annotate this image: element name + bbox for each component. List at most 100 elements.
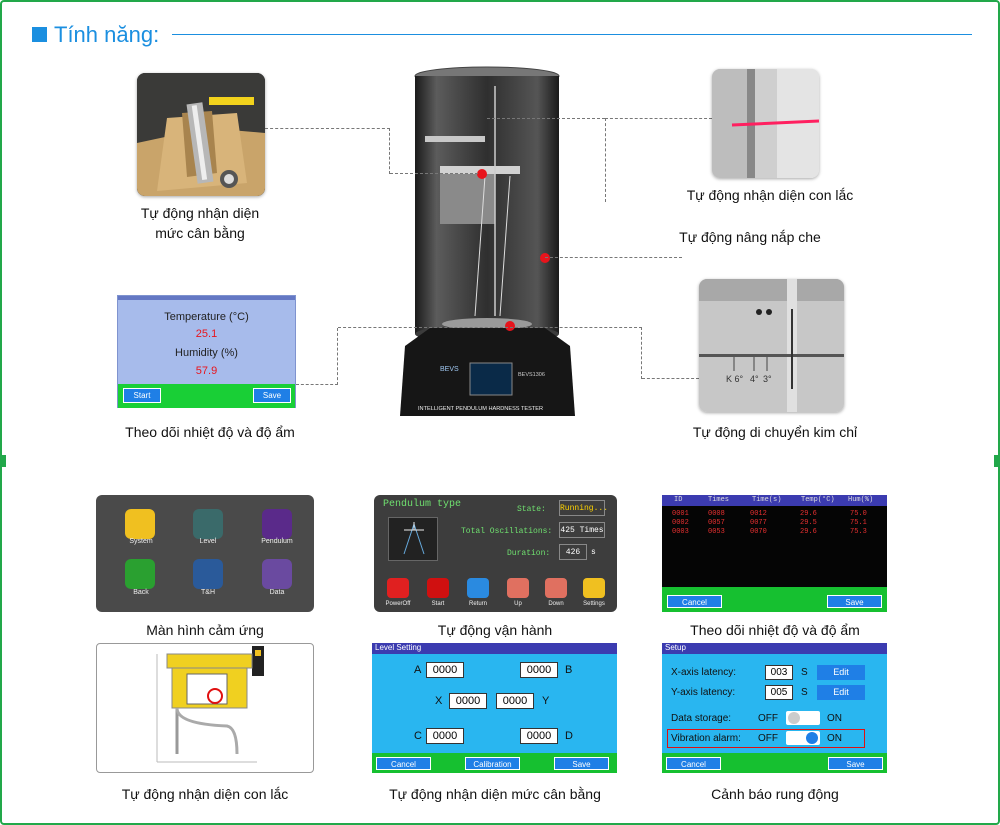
duration-unit: s	[591, 548, 596, 557]
caption-level: Tự động nhận diện mức cân bằng	[389, 786, 601, 802]
storage-off-label: OFF	[758, 713, 778, 724]
caption-level-detect: Tự động nhận diện mức cân bằng	[110, 203, 290, 243]
scale-mark-k6: K 6°	[726, 374, 744, 384]
x-edit-button[interactable]: Edit	[817, 665, 865, 680]
green-tick-left	[0, 455, 6, 467]
duration-value: 426	[559, 544, 587, 560]
setup-title: Setup	[665, 643, 686, 652]
field-d[interactable]: 0000	[520, 728, 558, 744]
menu-back[interactable]: Back	[133, 589, 149, 596]
field-c[interactable]: 0000	[426, 728, 464, 744]
caption-cover-lift: Tự động nâng nắp che	[679, 229, 821, 245]
level-cancel-button[interactable]: Cancel	[376, 757, 431, 770]
y-latency-field[interactable]: 005	[765, 685, 793, 700]
settings-label: Settings	[583, 601, 605, 607]
th-col-times: Times	[708, 496, 730, 504]
field-y[interactable]: 0000	[496, 693, 534, 709]
menu-data[interactable]: Data	[269, 589, 285, 596]
marker-dot-cover	[540, 253, 550, 263]
connector-level-h	[390, 173, 478, 174]
page-title: Tính năng:	[54, 22, 160, 47]
y-latency-unit: S	[801, 687, 808, 698]
label-x: X	[435, 695, 443, 707]
temp-humidity-screen: Temperature (°C) 25.1 Humidity (%) 57.9 …	[117, 295, 296, 408]
needle-move-photo: K 6° 4° 3°	[699, 279, 844, 412]
setup-save-button[interactable]: Save	[828, 757, 883, 770]
vibration-alarm-label: Vibration alarm:	[671, 733, 741, 744]
pendulum-type-title: Pendulum type	[383, 499, 462, 510]
storage-toggle[interactable]	[786, 711, 820, 725]
field-a[interactable]: 0000	[426, 662, 464, 678]
state-label: State:	[517, 505, 546, 514]
start-label: Start	[431, 601, 445, 607]
pendulum-icon[interactable]	[262, 509, 292, 539]
th-col-temp: Temp(°C)	[801, 496, 835, 504]
home-icon[interactable]	[125, 509, 155, 539]
storage-on-label: ON	[827, 713, 842, 724]
setup-cancel-button[interactable]: Cancel	[666, 757, 721, 770]
marker-dot-level	[477, 169, 487, 179]
save-button[interactable]: Save	[253, 388, 291, 403]
humidity-value: 57.9	[195, 365, 218, 377]
temperature-value: 25.1	[195, 328, 218, 340]
x-latency-field[interactable]: 003	[765, 665, 793, 680]
label-c: C	[414, 730, 422, 742]
marker-dot-needle	[505, 321, 515, 331]
vibration-alarm-toggle[interactable]	[786, 731, 820, 745]
alarm-on-label: ON	[827, 733, 842, 744]
poweroff-label: PowerOff	[385, 601, 411, 607]
y-edit-button[interactable]: Edit	[817, 685, 865, 700]
field-x[interactable]: 0000	[449, 693, 487, 709]
data-icon[interactable]	[262, 559, 292, 589]
caption-pendulum: Tự động nhận diện con lắc	[121, 786, 289, 802]
down-button[interactable]	[545, 578, 567, 598]
y-latency-label: Y-axis latency:	[671, 687, 736, 698]
svg-text:INTELLIGENT PENDULUM HARDNESS: INTELLIGENT PENDULUM HARDNESS TESTER	[418, 406, 543, 412]
alarm-off-label: OFF	[758, 733, 778, 744]
connector-pendulum-v	[605, 118, 606, 202]
title-rule	[172, 34, 972, 35]
scale-mark-4: 4°	[750, 374, 759, 384]
up-button[interactable]	[507, 578, 529, 598]
oscillations-label: Total Oscillations:	[461, 527, 553, 536]
start-button[interactable]: Start	[123, 388, 161, 403]
thermo-hygro-icon[interactable]	[193, 559, 223, 589]
th-cancel-button[interactable]: Cancel	[667, 595, 722, 608]
poweroff-button[interactable]	[387, 578, 409, 598]
menu-system[interactable]: System	[129, 538, 153, 545]
th-save-button[interactable]: Save	[827, 595, 882, 608]
label-a: A	[414, 664, 422, 676]
connector-level	[265, 128, 390, 174]
field-b[interactable]: 0000	[520, 662, 558, 678]
connector-temp-h	[338, 327, 508, 328]
oscillations-value: 425 Times	[559, 522, 605, 538]
level-save-button[interactable]: Save	[554, 757, 609, 770]
connector-cover	[545, 257, 682, 258]
menu-level[interactable]: Level	[199, 538, 217, 545]
x-latency-unit: S	[801, 667, 808, 678]
calibration-button[interactable]: Calibration	[465, 757, 520, 770]
touch-menu-screen: System Level Pendulum Back T&H Data	[96, 495, 314, 612]
connector-pendulum-h	[605, 118, 712, 119]
connector-pendulum	[487, 118, 605, 204]
settings-button[interactable]	[583, 578, 605, 598]
return-button[interactable]	[467, 578, 489, 598]
back-icon[interactable]	[125, 559, 155, 589]
setup-screen: Setup X-axis latency: 003 S Edit Y-axis …	[662, 643, 887, 773]
connector-temp	[296, 328, 338, 385]
title-square-icon	[32, 27, 47, 42]
th-col-hum: Hum(%)	[848, 496, 874, 504]
caption-needle-move: Tự động di chuyển kim chỉ	[692, 424, 858, 440]
start-run-button[interactable]	[427, 578, 449, 598]
humidity-label: Humidity (%)	[175, 347, 238, 359]
temperature-label: Temperature (°C)	[164, 311, 249, 323]
level-icon[interactable]	[193, 509, 223, 539]
menu-th[interactable]: T&H	[201, 589, 215, 596]
menu-pendulum[interactable]: Pendulum	[261, 538, 293, 545]
level-setting-screen: Level Setting A 0000 0000 B X 0000 0000 …	[372, 643, 617, 773]
